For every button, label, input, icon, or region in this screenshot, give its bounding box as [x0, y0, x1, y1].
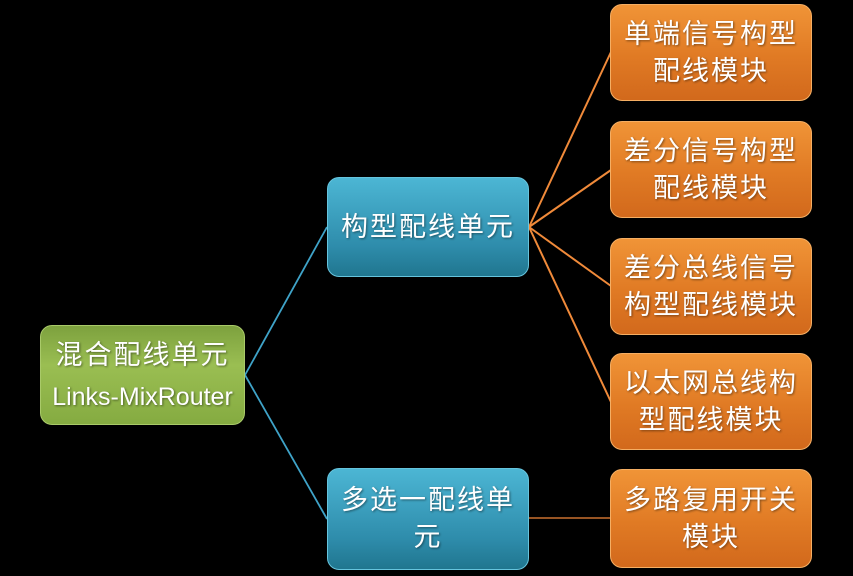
module-node-label: 多路复用开关模块	[624, 484, 798, 552]
module-node-differential: 差分信号构型配线模块	[610, 121, 812, 218]
module-node-differential-bus: 差分总线信号构型配线模块	[610, 238, 812, 335]
connector-config-unit-to-single-ended-module	[528, 51, 612, 228]
unit-node-config-wiring: 构型配线单元	[327, 177, 529, 277]
connector-config-unit-to-ethernet-bus-module	[528, 226, 612, 403]
root-node-title: 混合配线单元	[55, 340, 230, 370]
connector-config-unit-to-differential-module	[528, 169, 612, 228]
root-node-mix-router: 混合配线单元 Links-MixRouter	[40, 325, 245, 425]
unit-node-label: 多选一配线单元	[341, 485, 515, 552]
root-node-subtitle: Links-MixRouter	[52, 383, 233, 411]
module-node-single-ended: 单端信号构型配线模块	[610, 4, 812, 101]
module-node-ethernet-bus: 以太网总线构型配线模块	[610, 353, 812, 450]
module-node-label: 差分信号构型配线模块	[624, 135, 798, 203]
module-node-label: 以太网总线构型配线模块	[624, 367, 798, 435]
unit-node-label: 构型配线单元	[341, 211, 515, 242]
module-node-label: 单端信号构型配线模块	[624, 18, 798, 86]
connector-root-to-config-unit	[244, 226, 328, 376]
unit-node-mux-wiring: 多选一配线单元	[327, 468, 529, 570]
module-node-mux-switch: 多路复用开关模块	[610, 469, 812, 568]
connector-config-unit-to-differential-bus-module	[528, 226, 612, 287]
connector-root-to-mux-unit	[244, 374, 328, 520]
module-node-label: 差分总线信号构型配线模块	[624, 252, 798, 320]
